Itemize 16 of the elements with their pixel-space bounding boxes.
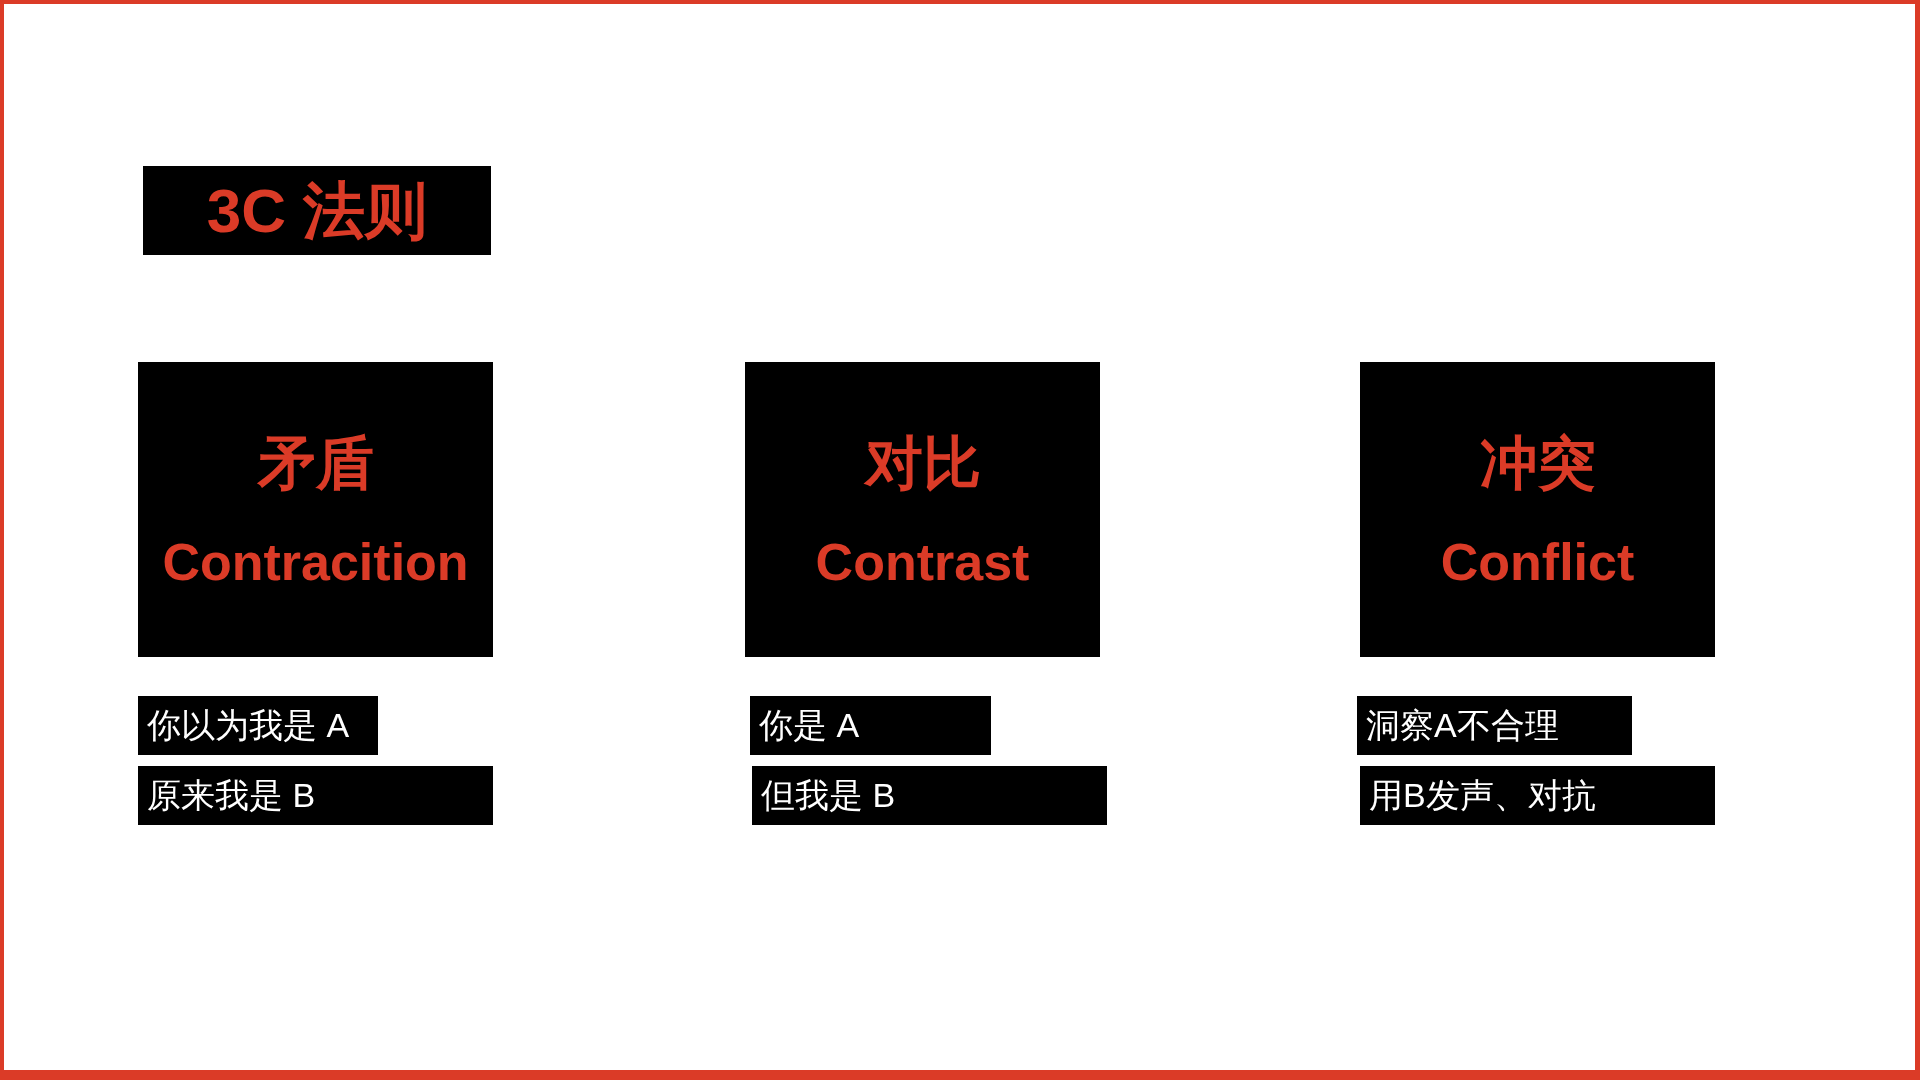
text-bar: 用B发声、对抗 bbox=[1360, 766, 1715, 825]
title-box: 3C 法则 bbox=[143, 166, 491, 255]
box-heading: 冲突 bbox=[1478, 434, 1597, 492]
box-heading: 对比 bbox=[863, 434, 982, 492]
text-bar: 你是 A bbox=[750, 696, 991, 755]
text-bar: 但我是 B bbox=[752, 766, 1107, 825]
box-heading: 矛盾 bbox=[256, 434, 375, 492]
concept-box bbox=[138, 362, 493, 657]
text-bar: 原来我是 B bbox=[138, 766, 493, 825]
box-subheading: Conflict bbox=[1439, 536, 1636, 588]
concept-box bbox=[745, 362, 1100, 657]
box-subheading: Contrast bbox=[814, 536, 1031, 588]
concept-box bbox=[1360, 362, 1715, 657]
box-subheading: Contracition bbox=[161, 536, 470, 588]
text-bar: 洞察A不合理 bbox=[1357, 696, 1632, 755]
text-bar: 你以为我是 A bbox=[138, 696, 378, 755]
